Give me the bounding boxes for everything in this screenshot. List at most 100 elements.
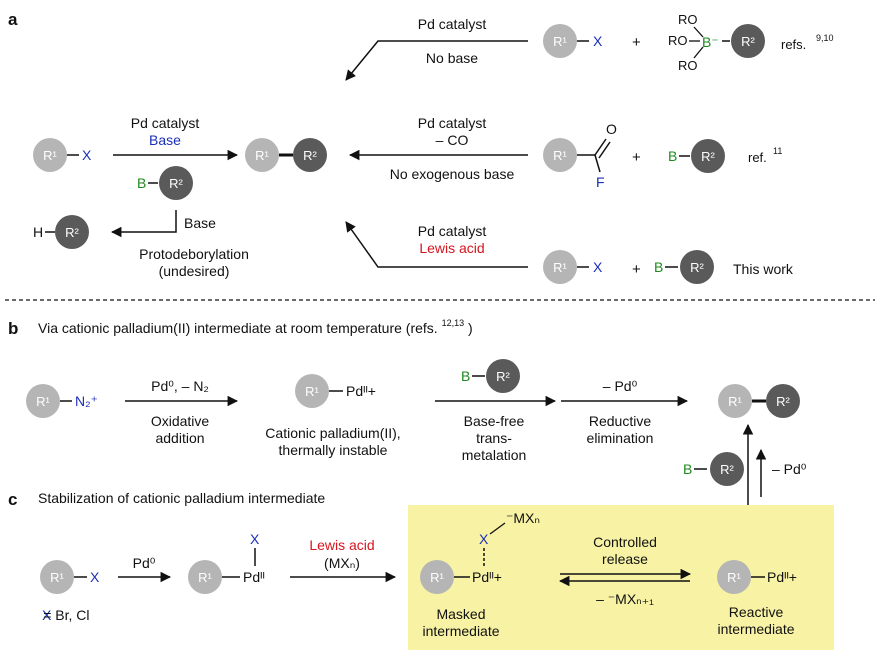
release-line2: release <box>602 551 648 567</box>
r1-circle <box>718 384 752 418</box>
palladium-cation: Pdᴵᴵ+ <box>472 569 502 585</box>
r1-circle <box>33 138 67 172</box>
r2-circle <box>486 359 520 393</box>
r1-label: R¹ <box>198 570 212 585</box>
r1-label: R¹ <box>50 570 64 585</box>
masked-line1: Masked <box>436 606 485 622</box>
r1-label: R¹ <box>727 570 741 585</box>
plus-sign: + <box>632 261 641 278</box>
r2-circle <box>55 215 89 249</box>
carbonyl-bond <box>594 138 607 156</box>
diazonium-n2: N₂⁺ <box>75 393 98 409</box>
r2-label: R² <box>701 149 715 164</box>
x-definition: X = Br, Cl <box>42 607 90 623</box>
hydrogen-h: H <box>33 224 43 240</box>
halide-x: X <box>90 569 100 585</box>
route3-top2: Lewis acid <box>419 240 484 256</box>
this-work-label: This work <box>733 261 794 277</box>
route1-ref-sup: 9,10 <box>816 33 834 43</box>
boron-b: B <box>654 259 663 275</box>
step1-bottom2: addition <box>155 430 204 446</box>
r1-label: R¹ <box>728 394 742 409</box>
r1-label: R¹ <box>36 394 50 409</box>
boron-b: B <box>137 175 146 191</box>
route2-bottom: No exogenous base <box>390 166 515 182</box>
boron-b: B <box>461 368 470 384</box>
lewis-acid-label: Lewis acid <box>309 537 374 553</box>
borate-b: B⁻ <box>702 34 719 50</box>
step2-bottom2: trans- <box>476 430 512 446</box>
panel-b-title: Via cationic palladium(II) intermediate … <box>38 313 473 336</box>
bond <box>693 46 704 59</box>
r2-label: R² <box>690 260 704 275</box>
side-reaction-arrow <box>110 210 177 238</box>
r1-circle <box>188 560 222 594</box>
ro-bottom: RO <box>678 58 698 73</box>
intermediate-line1: Cationic palladium(II), <box>265 425 400 441</box>
r1-circle <box>295 374 329 408</box>
step3-bottom2: elimination <box>587 430 654 446</box>
side-line1: Protodeborylation <box>139 246 249 262</box>
up-label: – Pd⁰ <box>772 461 807 477</box>
step3-bottom1: Reductive <box>589 413 651 429</box>
left-top-label: Pd catalyst <box>131 115 200 131</box>
halide-x: X <box>593 33 603 49</box>
r2-circle <box>691 139 725 173</box>
route1-bottom-label: No base <box>426 50 478 66</box>
halide-x: X <box>593 259 603 275</box>
masked-line2: intermediate <box>422 623 499 639</box>
boron-b: B <box>683 461 692 477</box>
panel-c-title: Stabilization of cationic palladium inte… <box>38 490 325 506</box>
route1-top-label: Pd catalyst <box>418 16 487 32</box>
side-line2: (undesired) <box>159 263 230 279</box>
r1-label: R¹ <box>305 384 319 399</box>
palladium-cation: Pdᴵᴵ+ <box>767 569 797 585</box>
route1-arrow <box>345 40 528 81</box>
carbonyl-bond <box>598 141 611 159</box>
route2-ref: ref. <box>748 150 767 165</box>
route3-top1: Pd catalyst <box>418 223 487 239</box>
route2-ref-sup: 11 <box>773 146 782 156</box>
bond <box>594 154 601 173</box>
plus-sign: + <box>632 149 641 166</box>
step2-bottom3: metalation <box>462 447 527 463</box>
r2-label: R² <box>65 225 79 240</box>
boron-b: B <box>668 148 677 164</box>
pd0-label: Pd⁰ <box>133 555 156 571</box>
halide-x: X <box>479 531 489 547</box>
ro-top: RO <box>678 12 698 27</box>
r1-circle <box>717 560 751 594</box>
route2-top2: – CO <box>436 132 469 148</box>
panel-a-label: a <box>8 10 18 29</box>
step3-top: – Pd⁰ <box>603 378 638 394</box>
side-base-label: Base <box>184 215 216 231</box>
r1-label: R¹ <box>553 260 567 275</box>
r2-label: R² <box>741 34 755 49</box>
r1-label: R¹ <box>255 148 269 163</box>
panel-b-label: b <box>8 319 18 338</box>
halide-x: X <box>250 531 260 547</box>
mxn-label: (MXₙ) <box>324 555 360 571</box>
plus-sign: + <box>632 34 641 51</box>
halide-x: X <box>82 147 92 163</box>
step1-bottom1: Oxidative <box>151 413 210 429</box>
r2-label: R² <box>169 176 183 191</box>
fluorine-f: F <box>596 174 605 190</box>
bond <box>693 26 704 38</box>
r1-circle <box>543 138 577 172</box>
r2-circle <box>680 250 714 284</box>
anion-mxn: ⁻MXₙ <box>506 510 540 526</box>
step1-top: Pd⁰, – N₂ <box>151 378 209 394</box>
r1-circle <box>26 384 60 418</box>
r2-circle <box>159 166 193 200</box>
r1-label: R¹ <box>430 570 444 585</box>
r1-label: R¹ <box>553 34 567 49</box>
route2-top1: Pd catalyst <box>418 115 487 131</box>
r1-label: R¹ <box>553 148 567 163</box>
intermediate-line2: thermally instable <box>279 442 388 458</box>
equilibrium-bottom: – ⁻MXₙ₊₁ <box>596 591 654 607</box>
step2-bottom1: Base-free <box>464 413 525 429</box>
reactive-line1: Reactive <box>729 604 784 620</box>
r2-label: R² <box>776 394 790 409</box>
